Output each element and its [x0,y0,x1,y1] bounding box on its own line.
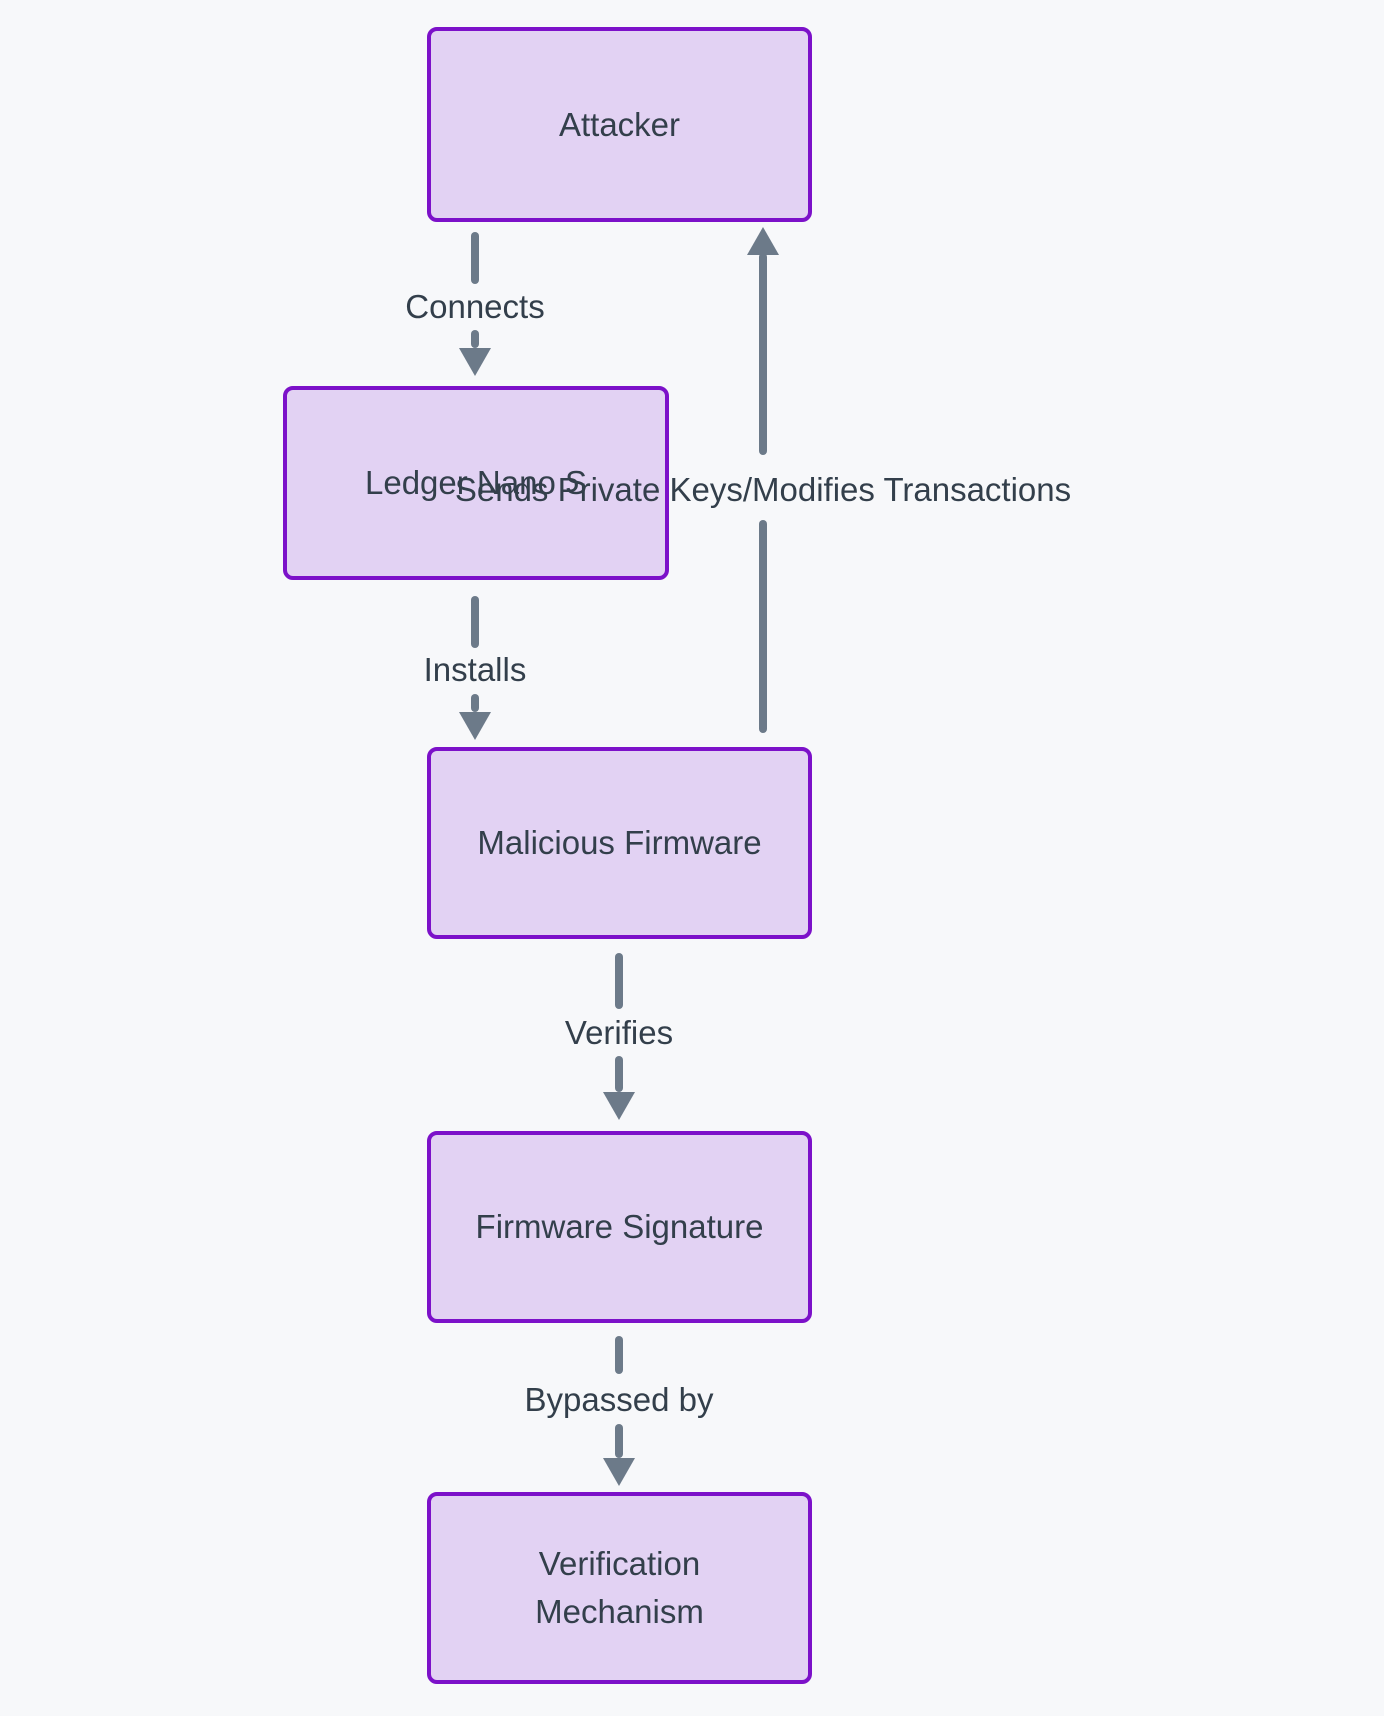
edge-verifies-arrowhead-icon [603,1092,635,1120]
edge-sends-private-keys-line-top [759,253,767,455]
edge-connects-line-bottom [471,330,479,348]
edge-sends-private-keys-line-bottom [759,520,767,733]
node-malicious-firmware: Malicious Firmware [427,747,812,939]
edge-installs-arrowhead-icon [459,712,491,740]
node-firmware-signature: Firmware Signature [427,1131,812,1323]
node-verification-mechanism: Verification Mechanism [427,1492,812,1684]
edge-sends-private-keys-label: Sends Private Keys/Modifies Transactions [454,471,1072,508]
edge-bypassed-by-line-top [615,1336,623,1374]
edge-verifies-label: Verifies [564,1014,674,1051]
node-malicious-firmware-label: Malicious Firmware [477,824,762,862]
edge-bypassed-by-arrowhead-icon [603,1458,635,1486]
edge-installs-line-bottom [471,694,479,712]
node-attacker: Attacker [427,27,812,222]
node-ledger-nano-s: Ledger Nano S [283,386,669,580]
edge-connects-label: Connects [405,288,545,325]
node-firmware-signature-label: Firmware Signature [475,1208,764,1246]
edge-connects-line-top [471,232,479,284]
edge-verifies-line-bottom [615,1056,623,1092]
node-ledger-nano-s-label: Ledger Nano S [365,464,587,502]
edge-bypassed-by-label: Bypassed by [524,1381,714,1418]
edge-installs-label: Installs [423,651,527,688]
edge-connects-arrowhead-icon [459,348,491,376]
edge-bypassed-by-line-bottom [615,1424,623,1458]
node-verification-mechanism-label: Verification Mechanism [535,1545,704,1630]
node-attacker-label: Attacker [558,105,681,143]
edge-sends-private-keys-arrowhead-icon [747,227,779,255]
edge-verifies-line-top [615,953,623,1009]
edge-installs-line-top [471,596,479,648]
